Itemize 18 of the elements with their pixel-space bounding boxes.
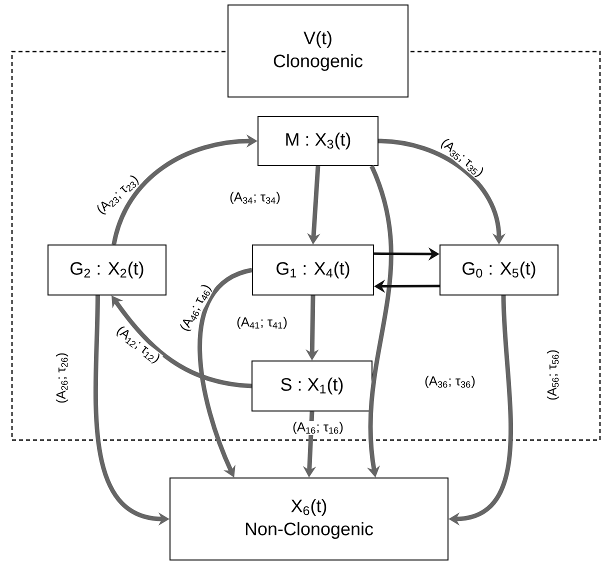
state-box: G$_{1}$ : X$_{4}$(t): [252, 244, 374, 296]
state-box: S : X$_{1}$(t): [252, 360, 372, 412]
state-box: X$_{6}$(t) Non-Clonogenic: [170, 478, 448, 560]
edge-label: (A$_{36}$; τ$_{36}$): [425, 376, 475, 388]
edge-label: (A$_{35}$; τ$_{35}$): [441, 139, 483, 177]
edge-label: (A$_{46}$; τ$_{46}$): [180, 285, 212, 331]
state-box: G$_{2}$ : X$_{2}$(t): [48, 244, 166, 296]
edge-label: (A$_{34}$; τ$_{34}$): [230, 192, 280, 204]
edge-label: (A$_{41}$; τ$_{41}$): [237, 316, 287, 330]
state-box: M : X$_{3}$(t): [258, 116, 378, 166]
edge-label: (A$_{56}$; τ$_{56}$): [546, 350, 560, 400]
state-box: G$_{0}$ : X$_{5}$(t): [440, 244, 558, 296]
state-box: V(t) Clonogenic: [228, 4, 408, 98]
dashed-region: [11, 50, 601, 441]
edge-label: (A$_{16}$; τ$_{16}$): [293, 422, 343, 434]
edge-label: (A$_{12}$; τ$_{12}$): [116, 326, 160, 364]
edge-label: (A$_{23}$; τ$_{23}$): [97, 176, 139, 214]
edge-label: (A$_{26}$; τ$_{26}$): [56, 353, 68, 403]
